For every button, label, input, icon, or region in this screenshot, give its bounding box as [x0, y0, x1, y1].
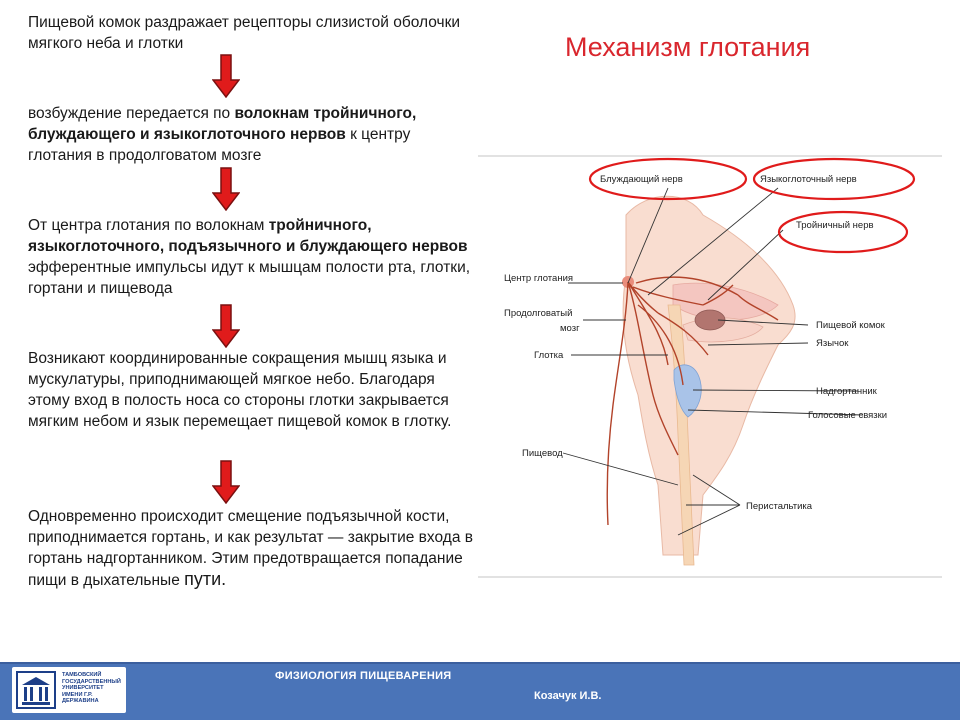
step-2-text: возбуждение передается по волокнам тройн… [28, 103, 478, 166]
highlight-ellipse [777, 210, 909, 254]
step-text-run: Одновременно происходит смещение подъязы… [28, 508, 473, 589]
step-1-text: Пищевой комок раздражает рецепторы слизи… [28, 12, 478, 54]
label-uvula: Язычок [816, 338, 849, 349]
down-arrow-icon [212, 167, 240, 211]
label-peristalsis: Перистальтика [746, 501, 813, 512]
step-text-run: тройничного, языкоглоточного, подъязычно… [28, 217, 468, 255]
step-5-text: Одновременно происходит смещение подъязы… [28, 506, 478, 591]
step-4-text: Возникают координированные сокращения мы… [28, 348, 478, 432]
university-name: Тамбовский государственный университет и… [62, 672, 121, 705]
university-building-icon [16, 671, 56, 709]
step-text-run: Возникают координированные сокращения мы… [28, 350, 452, 430]
head-silhouette [622, 195, 796, 556]
label-medulla-line1: Продолговатый [504, 308, 572, 319]
step-3-text: От центра глотания по волокнам тройнично… [28, 215, 478, 299]
highlight-ellipse [752, 157, 916, 201]
highlight-ellipse [588, 157, 748, 201]
label-pharynx: Глотка [534, 350, 564, 361]
label-medulla-line2: мозг [560, 323, 580, 334]
step-text-run: волокнам тройничного, блуждающего и язык… [28, 105, 417, 143]
author-name: Козачук И.В. [534, 690, 602, 702]
university-logo: Тамбовский государственный университет и… [12, 667, 126, 713]
label-epiglottis: Надгортанник [816, 386, 878, 397]
course-name: ФИЗИОЛОГИЯ ПИЩЕВАРЕНИЯ [275, 670, 452, 682]
down-arrow-icon [212, 304, 240, 348]
swallowing-anatomy-figure: Блуждающий нерв Языкоглоточный нерв Трой… [478, 155, 942, 580]
step-text-run: к центру глотания в продолговатом мозге [28, 126, 411, 164]
label-vagus-nerve: Блуждающий нерв [600, 174, 683, 185]
down-arrow-icon [212, 54, 240, 98]
footer-bar [0, 662, 960, 720]
step-text-run: От центра глотания по волокнам [28, 217, 269, 234]
step-text-run: пути. [184, 569, 227, 589]
label-food-bolus: Пищевой комок [816, 320, 886, 331]
down-arrow-icon [212, 460, 240, 504]
step-text-run: эфферентные импульсы идут к мышцам полос… [28, 259, 471, 297]
label-trigeminal-nerve: Тройничный нерв [796, 220, 874, 231]
slide-title: Механизм глотания [565, 32, 811, 62]
step-text-run: Пищевой комок раздражает рецепторы слизи… [28, 14, 461, 52]
label-vocal-cords: Голосовые связки [808, 410, 887, 421]
label-glossopharyngeal-nerve: Языкоглоточный нерв [760, 174, 857, 185]
label-swallowing-center: Центр глотания [504, 273, 573, 284]
step-text-run: возбуждение передается по [28, 105, 235, 122]
label-esophagus: Пищевод [522, 448, 563, 459]
